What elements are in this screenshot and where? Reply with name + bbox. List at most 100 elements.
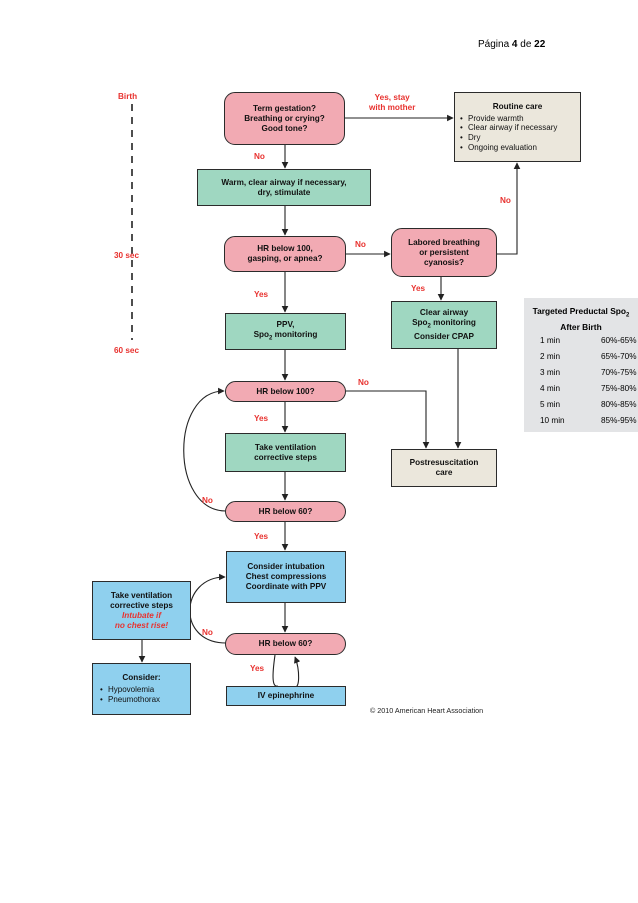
table-row-time: 5 min	[540, 400, 561, 409]
page-total: 22	[534, 39, 546, 50]
node-text: Good tone?	[261, 123, 308, 133]
node-text: cyanosis?	[423, 257, 465, 267]
node-hr-below-100-gasping: HR below 100, gasping, or apnea?	[224, 236, 346, 272]
spo-sub: 2	[427, 323, 431, 330]
routine-title: Routine care	[492, 101, 543, 111]
edge-hr60a-loop	[183, 387, 227, 512]
label-yes-hr100a: Yes	[254, 290, 269, 299]
node-text: Chest compressions	[245, 572, 327, 581]
timeline-30sec: 30 sec	[114, 251, 140, 260]
node-hr-below-60-b: HR below 60?	[225, 633, 346, 655]
page-number: Página 4 de 22	[478, 39, 545, 50]
table-title-sub: 2	[626, 312, 630, 319]
table-row-range: 75%-80%	[601, 384, 637, 393]
table-row-time: 3 min	[540, 368, 561, 377]
table-row-range: 70%-75%	[601, 368, 637, 377]
table-row-range: 65%-70%	[601, 352, 637, 361]
node-text: Take ventilation	[110, 590, 173, 600]
table-title-line2: After Birth	[560, 321, 602, 332]
page-of: de	[520, 39, 532, 50]
list-item: Provide warmth	[459, 114, 576, 124]
node-term-gestation: Term gestation? Breathing or crying? Goo…	[224, 92, 345, 145]
label-yes-stay: Yes, stay with mother	[369, 93, 415, 113]
label-yes-hr60a: Yes	[254, 532, 269, 541]
node-text: gasping, or apnea?	[247, 254, 323, 263]
consider-title: Consider:	[122, 673, 161, 683]
monitoring-text: monitoring	[272, 329, 318, 339]
copyright: © 2010 American Heart Association	[370, 706, 484, 715]
node-hr-below-60-a: HR below 60?	[225, 501, 346, 522]
spo-sub: 2	[269, 335, 273, 342]
node-text: Breathing or crying?	[244, 113, 325, 123]
node-text: Consider CPAP	[414, 331, 474, 341]
node-take-ventilation-intubate: Take ventilation corrective steps Intuba…	[92, 581, 191, 640]
node-text-warning: Intubate if	[121, 610, 162, 620]
node-warm: Warm, clear airway if necessary, dry, st…	[197, 169, 371, 206]
list-item: Dry	[459, 133, 576, 143]
table-row-range: 80%-85%	[601, 400, 637, 409]
page-prefix: Página	[478, 39, 510, 50]
node-text: Spo2 monitoring	[254, 330, 318, 344]
node-text: or persistent	[419, 247, 469, 257]
node-ppv: PPV, Spo2 monitoring	[225, 313, 346, 350]
table-title-line1: Targeted Preductal Spo	[532, 306, 627, 316]
edge-labored-routine	[497, 162, 521, 255]
routine-list: Provide warmth Clear airway if necessary…	[459, 114, 576, 152]
label-yes-labored: Yes	[411, 284, 426, 293]
node-text: care	[435, 468, 453, 477]
table-row-range: 85%-95%	[601, 416, 637, 425]
node-text: Warm, clear airway if necessary,	[221, 177, 347, 187]
monitoring-text: monitoring	[430, 318, 476, 328]
node-text: Postresuscitation	[409, 458, 479, 467]
node-postresuscitation: Postresuscitation care	[391, 449, 497, 487]
table-row-time: 4 min	[540, 384, 561, 393]
spo-text: Spo	[412, 318, 428, 328]
label-no-hr100b: No	[358, 378, 369, 387]
node-text: PPV,	[276, 319, 295, 329]
edge-hr100b-postres	[346, 390, 430, 449]
timeline-birth: Birth	[118, 92, 138, 101]
node-text: Coordinate with PPV	[245, 582, 327, 591]
label-line: Yes, stay	[374, 93, 410, 102]
edge-hr60b-epi	[272, 654, 279, 687]
label-yes-hr100b: Yes	[254, 414, 269, 423]
label-no-labored: No	[500, 196, 511, 205]
node-hr-below-100: HR below 100?	[225, 381, 346, 402]
node-consider: Consider: Hypovolemia Pneumothorax	[92, 663, 191, 715]
spo2-target-table: Targeted Preductal Spo2 After Birth 1 mi…	[524, 298, 638, 432]
node-consider-intubation: Consider intubation Chest compressions C…	[226, 551, 346, 603]
table-row-time: 2 min	[540, 352, 561, 361]
node-text: HR below 100?	[256, 386, 315, 396]
node-clear-airway: Clear airway Spo2 monitoring Consider CP…	[391, 301, 497, 349]
table-row-time: 1 min	[540, 336, 561, 345]
node-routine-care: Routine care Provide warmth Clear airway…	[454, 92, 581, 162]
list-item: Clear airway if necessary	[459, 123, 576, 133]
table-title: Targeted Preductal Spo2 After Birth	[524, 306, 638, 333]
node-text: HR below 60?	[258, 506, 313, 516]
node-text: Spo2 monitoring	[412, 318, 476, 332]
label-no-term: No	[254, 152, 265, 161]
node-text: Take ventilation	[254, 442, 317, 452]
table-row-range: 60%-65%	[601, 336, 637, 345]
node-text: HR below 100,	[257, 244, 313, 253]
node-labored-breathing: Labored breathing or persistent cyanosis…	[391, 228, 497, 277]
label-line: with mother	[369, 103, 416, 112]
node-text: Term gestation?	[252, 103, 317, 113]
list-item: Ongoing evaluation	[459, 143, 576, 153]
node-text: Clear airway	[419, 308, 469, 318]
label-no-hr100a: No	[355, 240, 366, 249]
edge-epi-hr60b	[293, 656, 301, 688]
spo-text: Spo	[253, 329, 270, 339]
label-no-hr60b: No	[202, 628, 213, 637]
page-current: 4	[511, 39, 518, 50]
list-item: Hypovolemia	[99, 685, 188, 695]
node-text: corrective steps	[254, 452, 317, 462]
label-no-hr60a: No	[202, 496, 213, 505]
node-text: HR below 60?	[258, 639, 313, 648]
label-yes-hr60b: Yes	[250, 664, 265, 673]
list-item: Pneumothorax	[99, 695, 188, 705]
node-text: dry, stimulate	[257, 187, 311, 197]
consider-list: Hypovolemia Pneumothorax	[97, 685, 188, 704]
node-text: IV epinephrine	[257, 691, 315, 700]
